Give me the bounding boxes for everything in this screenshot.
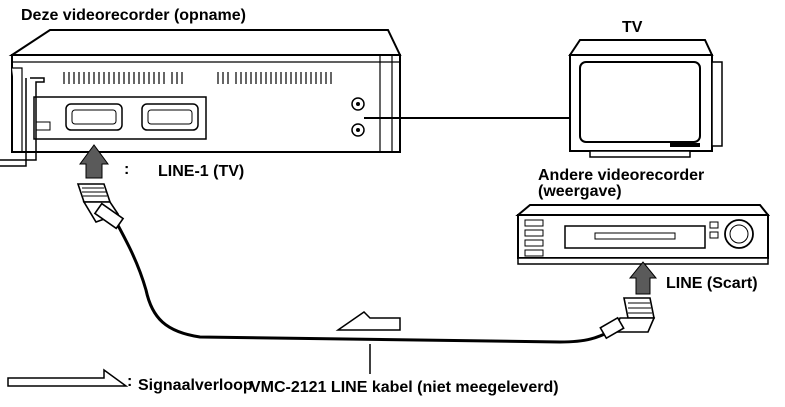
signal-flow-arrow — [335, 311, 401, 331]
legend-label: Signaalverloop — [138, 377, 253, 394]
recorder-vents — [63, 72, 332, 84]
other-recorder-title-line1: Andere videorecorder — [538, 167, 705, 184]
tv-screen — [579, 61, 701, 143]
input-label: LINE-1 (TV) — [158, 163, 245, 180]
legend-arrow-symbol — [7, 368, 129, 387]
recorder-top — [8, 29, 402, 56]
other-recorder-top — [515, 204, 771, 216]
cable-label: VMC-2121 LINE kabel (niet meegeleverd) — [250, 379, 559, 396]
scart-plug-left — [76, 183, 125, 230]
recorder-title: Deze videorecorder (opname) — [21, 7, 246, 24]
input-colon: : — [124, 161, 130, 178]
output-label: LINE (Scart) — [666, 275, 758, 292]
tv-title: TV — [622, 19, 643, 36]
recorder-device — [8, 29, 402, 153]
scart-cable — [112, 217, 619, 344]
tv-device — [568, 39, 723, 158]
scart-plug-right — [599, 297, 656, 340]
legend-colon: : — [127, 373, 133, 390]
arrow-into-recorder — [79, 144, 109, 179]
arrow-into-plug — [628, 261, 658, 295]
tv-top — [568, 39, 714, 56]
other-recorder-device — [515, 204, 771, 265]
power-cord — [0, 77, 45, 161]
other-recorder-title-line2: (weergave) — [538, 183, 622, 200]
